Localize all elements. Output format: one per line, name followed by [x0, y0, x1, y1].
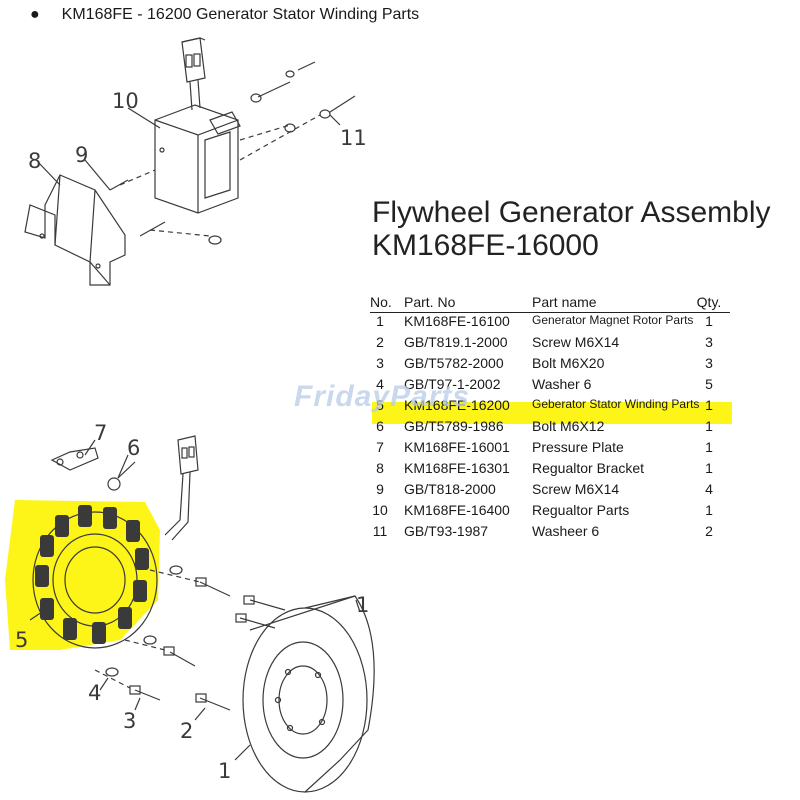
row-part-no: GB/T93-1987	[404, 523, 489, 539]
row-no: 10	[372, 502, 388, 518]
regulator-screws	[109, 61, 356, 245]
row-qty: 2	[705, 523, 713, 539]
callout-2: 2	[180, 719, 193, 743]
row-qty: 3	[705, 355, 713, 371]
row-part-name: Regualtor Parts	[532, 502, 630, 518]
row-part-name: Bolt M6X12	[532, 418, 605, 434]
row-no: 7	[376, 439, 384, 455]
row-qty: 3	[705, 334, 713, 350]
row-part-name: Screw M6X14	[532, 481, 620, 497]
row-no: 3	[376, 355, 384, 371]
row-part-no: GB/T818-2000	[404, 481, 496, 497]
regulator-small-connector	[209, 111, 241, 135]
row-part-name: Bolt M6X20	[532, 355, 605, 371]
row-part-no: KM168FE-16301	[404, 460, 510, 476]
stator-connector	[164, 435, 199, 541]
table-row: 10 KM168FE-16400 Regualtor Parts 1	[370, 502, 730, 523]
header-part-name: Part name	[532, 294, 597, 310]
header-qty: Qty.	[696, 294, 722, 310]
callout-numbers: 10 8 9 11 7 6 5 4 3 2 1 1	[15, 89, 369, 783]
callout-3: 3	[123, 709, 136, 733]
row-no: 6	[376, 418, 384, 434]
table-row: 11 GB/T93-1987 Washeer 6 2	[370, 523, 730, 544]
table-row: 6 GB/T5789-1986 Bolt M6X12 1	[370, 418, 730, 439]
pressure-plate	[50, 447, 99, 471]
regulator-connector	[181, 37, 206, 111]
table-row: 8 KM168FE-16301 Regualtor Bracket 1	[370, 460, 730, 481]
table-row: 3 GB/T5782-2000 Bolt M6X20 3	[370, 355, 730, 376]
row-part-no: GB/T97-1-2002	[404, 376, 501, 392]
callout-9: 9	[75, 143, 88, 167]
row-qty: 1	[705, 418, 713, 434]
table-header: No. Part. No Part name Qty.	[370, 294, 730, 313]
callout-1b: 1	[356, 593, 369, 617]
callout-1: 1	[218, 759, 231, 783]
callout-leaders-bottom	[29, 439, 361, 761]
row-qty: 1	[705, 397, 713, 413]
stator-winding	[32, 505, 158, 649]
stator-bolt-6	[107, 461, 136, 491]
page-heading: ● KM168FE - 16200 Generator Stator Windi…	[30, 6, 419, 24]
row-part-name: Regualtor Bracket	[532, 460, 645, 476]
row-qty: 1	[705, 439, 713, 455]
row-highlight	[372, 402, 732, 424]
parts-table: No. Part. No Part name Qty. 1 KM168FE-161…	[370, 294, 730, 544]
header-no: No.	[370, 294, 392, 310]
callout-7: 7	[94, 421, 107, 445]
assembly-title-line1: Flywheel Generator Assembly	[372, 196, 771, 229]
row-part-name: Geberator Stator Winding Parts	[532, 397, 700, 411]
row-no: 8	[376, 460, 384, 476]
regulator-bracket	[24, 174, 126, 286]
callout-6: 6	[127, 436, 140, 460]
row-part-name: Washeer 6	[532, 523, 600, 539]
mounting-hardware	[94, 565, 286, 711]
table-row: 4 GB/T97-1-2002 Washer 6 5	[370, 376, 730, 397]
callout-10: 10	[112, 89, 139, 113]
header-part-no: Part. No	[404, 294, 456, 310]
row-part-name: Screw M6X14	[532, 334, 620, 350]
bullet-icon: ●	[30, 6, 40, 23]
row-no: 5	[376, 397, 384, 413]
row-qty: 1	[705, 313, 713, 329]
row-part-no: GB/T819.1-2000	[404, 334, 508, 350]
row-part-no: KM168FE-16200	[404, 397, 510, 413]
row-part-no: KM168FE-16400	[404, 502, 510, 518]
table-row: 1 KM168FE-16100 Generator Magnet Rotor Par…	[370, 313, 730, 334]
table-row: 7 KM168FE-16001 Pressure Plate 1	[370, 439, 730, 460]
row-no: 9	[376, 481, 384, 497]
row-part-no: GB/T5789-1986	[404, 418, 504, 434]
table-row: 2 GB/T819.1-2000 Screw M6X14 3	[370, 334, 730, 355]
row-no: 4	[376, 376, 384, 392]
watermark-logo: FridayParts	[294, 380, 471, 413]
row-no: 1	[376, 313, 384, 329]
callout-8: 8	[28, 149, 41, 173]
row-qty: 1	[705, 460, 713, 476]
callout-11: 11	[340, 126, 367, 150]
row-part-name: Washer 6	[532, 376, 592, 392]
flywheel-rotor	[242, 595, 375, 793]
assembly-title: Flywheel Generator Assembly KM168FE-1600…	[372, 196, 771, 262]
table-row: 9 GB/T818-2000 Screw M6X14 4	[370, 481, 730, 502]
row-part-no: KM168FE-16100	[404, 313, 510, 329]
row-qty: 5	[705, 376, 713, 392]
regulator-box	[154, 104, 239, 214]
heading-text: KM168FE - 16200 Generator Stator Winding…	[61, 6, 420, 23]
table-body: 1 KM168FE-16100 Generator Magnet Rotor Par…	[370, 313, 730, 544]
callout-5: 5	[15, 628, 28, 652]
row-part-name: Pressure Plate	[532, 439, 624, 455]
row-part-no: KM168FE-16001	[404, 439, 510, 455]
row-qty: 4	[705, 481, 713, 497]
assembly-title-line2: KM168FE-16000	[372, 229, 599, 262]
row-qty: 1	[705, 502, 713, 518]
callout-4: 4	[88, 681, 101, 705]
table-row: 5 KM168FE-16200 Geberator Stator Winding P…	[370, 397, 730, 418]
row-part-no: GB/T5782-2000	[404, 355, 504, 371]
row-no: 2	[376, 334, 384, 350]
row-part-name: Generator Magnet Rotor Parts	[532, 313, 694, 327]
row-no: 11	[372, 523, 388, 539]
callout-leaders-top	[37, 107, 341, 191]
